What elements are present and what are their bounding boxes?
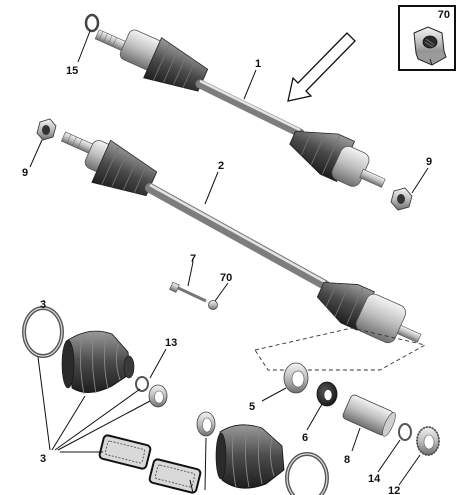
callout-3-bottom: 3 [40, 453, 46, 465]
callout-15: 15 [66, 65, 78, 77]
inset-label-70: 70 [437, 9, 450, 21]
clip-ring-13b [148, 384, 168, 408]
callout-3-top: 3 [40, 299, 46, 311]
toothed-ring-12 [416, 426, 440, 456]
circlip-14 [398, 423, 412, 441]
nut-70 [208, 300, 218, 310]
hex-nut-icon [413, 26, 447, 66]
callout-9-right: 9 [426, 156, 432, 168]
clamp-ring-lower [285, 452, 329, 495]
callout-1: 1 [255, 58, 261, 70]
o-ring-15 [84, 13, 100, 33]
callout-8: 8 [344, 454, 350, 466]
nut-9-left [36, 118, 57, 141]
grease-pack-2 [148, 458, 202, 494]
callout-70-bolt: 70 [220, 272, 232, 284]
nut-9-right [390, 187, 413, 211]
leader-lines [29, 30, 429, 494]
inset-box-70: 70 [398, 5, 456, 71]
ring-small-lower [196, 411, 216, 437]
callout-6: 6 [302, 432, 308, 444]
grease-pack-1 [98, 434, 152, 470]
washer-6 [316, 381, 338, 407]
sleeve-8 [342, 394, 396, 437]
callout-14: 14 [368, 473, 381, 485]
callout-9-left: 9 [22, 167, 28, 179]
clip-ring-13a [135, 376, 149, 392]
callout-5: 5 [249, 401, 255, 413]
bolt-7 [169, 281, 207, 303]
drive-shaft-2 [60, 131, 422, 344]
callout-12: 12 [388, 485, 400, 495]
direction-arrow [287, 32, 356, 102]
boot-kit [61, 330, 135, 395]
callout-13: 13 [165, 337, 177, 349]
drive-shaft-1 [94, 29, 386, 188]
seal-5 [283, 362, 309, 394]
callout-7: 7 [190, 253, 196, 265]
boot-lower [215, 424, 285, 489]
callout-2: 2 [218, 160, 224, 172]
